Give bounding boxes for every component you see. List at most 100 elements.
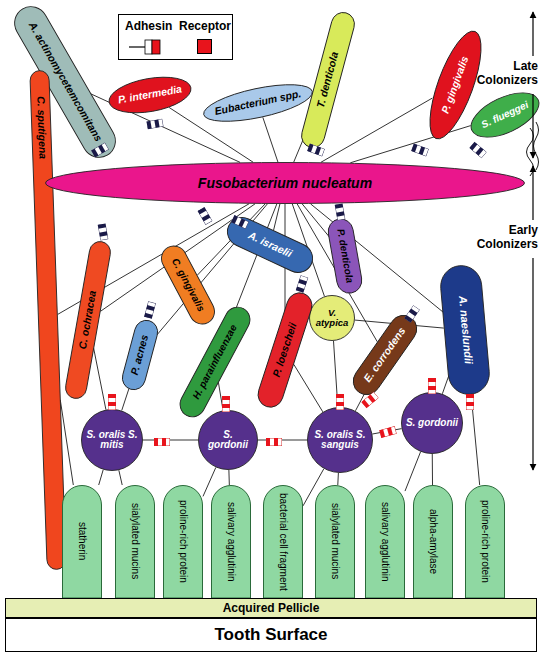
flagellum (534, 122, 539, 170)
adhesin-symbol (335, 203, 346, 220)
protein-name: salivary agglutinin (380, 498, 391, 586)
band-name: Tooth Surface (210, 626, 331, 644)
cell-body (106, 72, 193, 119)
pellicle-protein: statherin (62, 485, 102, 598)
pellicle-protein: salivary agglutinin (211, 485, 251, 598)
coaggregation-line (258, 440, 307, 441)
late-colonizer-cell: A. actinomycetemcomitans (8, 0, 122, 164)
cell-body (402, 393, 463, 454)
pellicle-protein: sialylated mucins (315, 485, 355, 598)
early-colonizer-cell: V. atypica (309, 295, 355, 341)
pellicle-protein: proline-rich protein (163, 485, 203, 598)
cell-body (310, 296, 355, 341)
coaggregation-line (355, 393, 364, 411)
adhesin-symbol (428, 378, 436, 394)
cell-body (199, 411, 258, 470)
early-colonizer-cell: A. naeslundii (438, 263, 491, 396)
adhesin-symbol (466, 394, 474, 410)
protein-body (63, 486, 102, 598)
adhesin-symbols (91, 119, 487, 446)
cell-body (348, 310, 422, 400)
protein-name: sialylated mucins (330, 499, 341, 583)
cell-body (176, 303, 255, 422)
range-arrow (532, 258, 533, 470)
coaggregation-line (143, 440, 198, 441)
pellicle-protein: alpha-amylase (413, 485, 453, 598)
protein-name: salivary agglutinin (226, 498, 237, 586)
bridging-cell: Fusobacterium nucleatum (45, 162, 525, 204)
cell-body (299, 10, 357, 150)
coaggregation-line (350, 126, 470, 163)
group-label: Early Colonizers (472, 224, 538, 252)
species-name: C. sputigena (35, 92, 48, 163)
pellicle-protein: proline-rich protein (465, 485, 505, 598)
species-name: Fusobacterium nucleatum (194, 176, 376, 191)
flagella (527, 122, 539, 176)
protein-body (366, 486, 405, 598)
cell-body (30, 70, 66, 569)
early-colonizer-cell: P. loescheii (254, 289, 316, 411)
legend-box: AdhesinReceptor (118, 14, 233, 60)
early-colonizer-cell: P. acnes (119, 317, 161, 393)
coaggregation-line (119, 470, 122, 485)
coaggregation-line (218, 382, 223, 410)
protein-body (316, 486, 355, 598)
species-name: S. gordonii (198, 430, 258, 451)
species-name: S. gordonii (402, 418, 462, 429)
species-name: H. parainfluenzae (189, 319, 241, 404)
cell-body (8, 1, 121, 164)
late-colonizer-cell: Eubacterium spp. (200, 77, 316, 130)
coaggregation-line (274, 204, 280, 230)
adhesin-symbol (154, 438, 170, 446)
species-name: S. oralis S. sanguis (307, 430, 373, 451)
early-colonizer-cell: C. ochracea (63, 239, 112, 400)
adhesin-symbol (91, 143, 109, 158)
cell-body (223, 213, 318, 278)
coaggregation-line (432, 454, 433, 485)
streptococcus-cell: S. gordonii (401, 392, 463, 454)
protein-body (264, 486, 303, 598)
adhesin-symbol (361, 392, 378, 408)
legend-swatch (197, 39, 212, 54)
colonizer-cell: C. sputigena (29, 70, 66, 570)
tooth-surface-band: Tooth Surface (5, 618, 537, 652)
early-colonizer-cell: H. parainfluenzae (175, 302, 255, 422)
group-label: Late Colonizers (472, 60, 538, 88)
range-arrow (532, 12, 533, 56)
adhesin-sample (129, 39, 169, 55)
cell-body (308, 408, 373, 473)
coaggregation-line (99, 470, 104, 485)
protein-body (466, 486, 505, 598)
adhesin-symbol (379, 426, 397, 438)
early-colonizer-cell: A. israelii (222, 212, 318, 278)
protein-name: bacterial cell fragment (278, 489, 289, 595)
cell-body (201, 77, 316, 128)
coaggregation-line (94, 348, 106, 410)
adhesin-symbol (198, 207, 213, 225)
species-name: V. atypica (309, 308, 355, 328)
cell-body (46, 163, 525, 204)
adhesin-symbol (222, 396, 230, 412)
cell-outline (29, 70, 66, 570)
protein-name: sialylated mucins (130, 499, 141, 583)
coaggregation-line (471, 395, 480, 485)
late-colonizer-cell: T. denticola (298, 9, 357, 150)
cell-body (64, 240, 112, 400)
early-colonizer-cell: E. corrodens (347, 309, 423, 400)
early-colonizer-cell: P. denticola (326, 216, 365, 295)
protein-name: statherin (77, 518, 88, 564)
protein-body (414, 486, 453, 598)
adhesin-symbol (108, 394, 116, 410)
late-colonizer-cell: S. flueggei (464, 83, 542, 147)
adhesin-symbol (144, 301, 156, 319)
flagellum (527, 128, 534, 176)
adhesin-symbol (266, 438, 282, 446)
pellicle-band: Acquired Pellicle (5, 598, 537, 618)
pellicle-protein: salivary agglutinin (365, 485, 405, 598)
protein-name: proline-rich protein (480, 496, 491, 587)
coaggregation-line (294, 364, 323, 411)
adhesin-symbol (98, 223, 109, 240)
